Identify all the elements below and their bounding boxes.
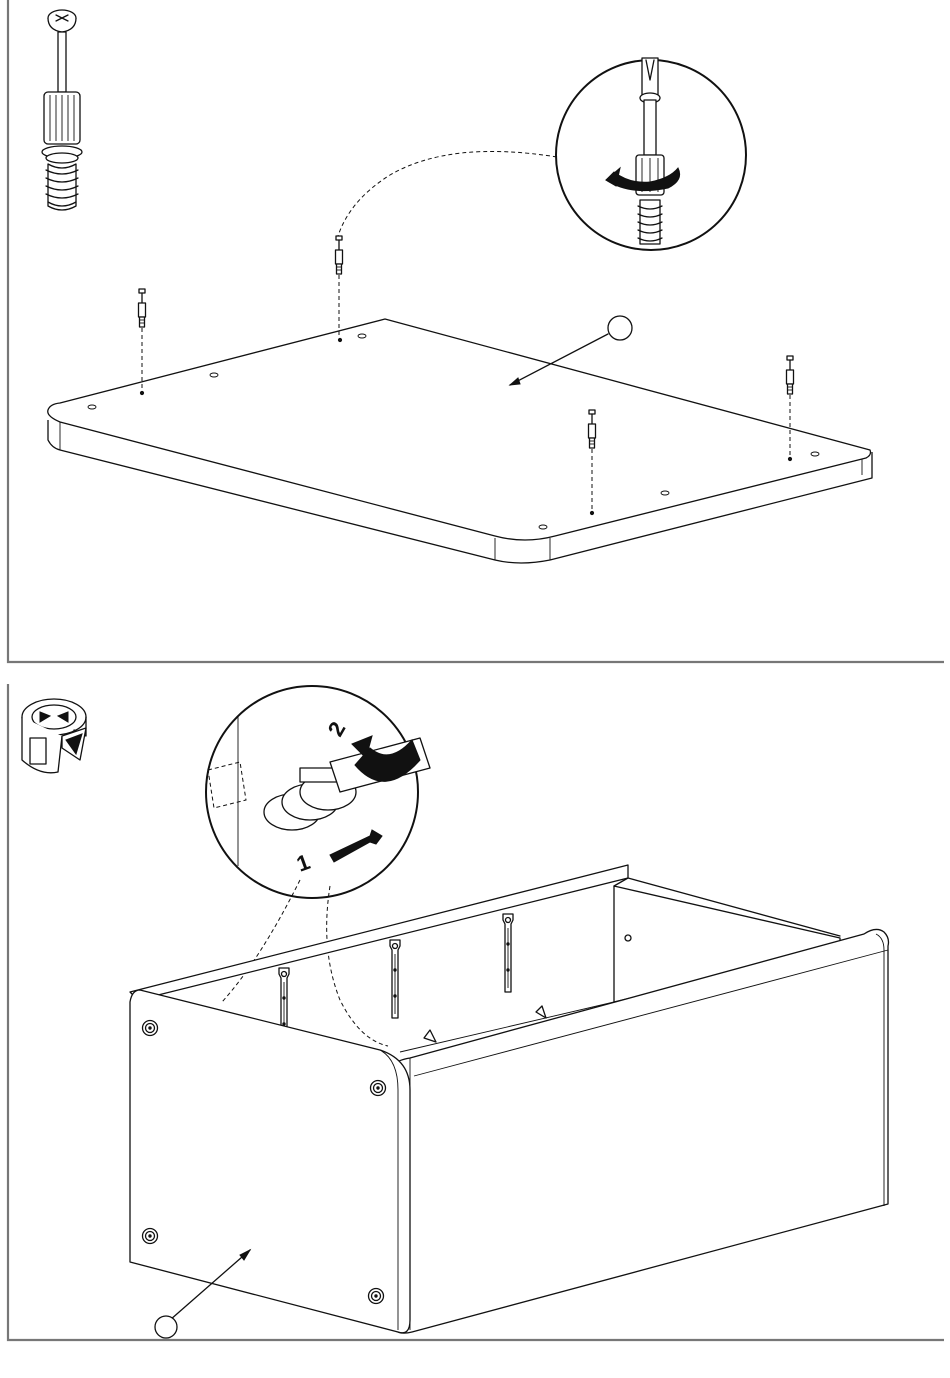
drawer-box [130,865,889,1333]
panel-a-frame [8,0,944,662]
cam-lock-icon [22,699,86,773]
part-marker-a [608,316,632,340]
panel-step-b: 2 1 [8,684,944,1340]
top-board [48,319,872,563]
screwdriver-detail-callout [338,58,746,250]
panel-step-a [8,0,944,662]
cam-bolt-icon [42,10,82,210]
part-marker-b [155,1316,177,1338]
